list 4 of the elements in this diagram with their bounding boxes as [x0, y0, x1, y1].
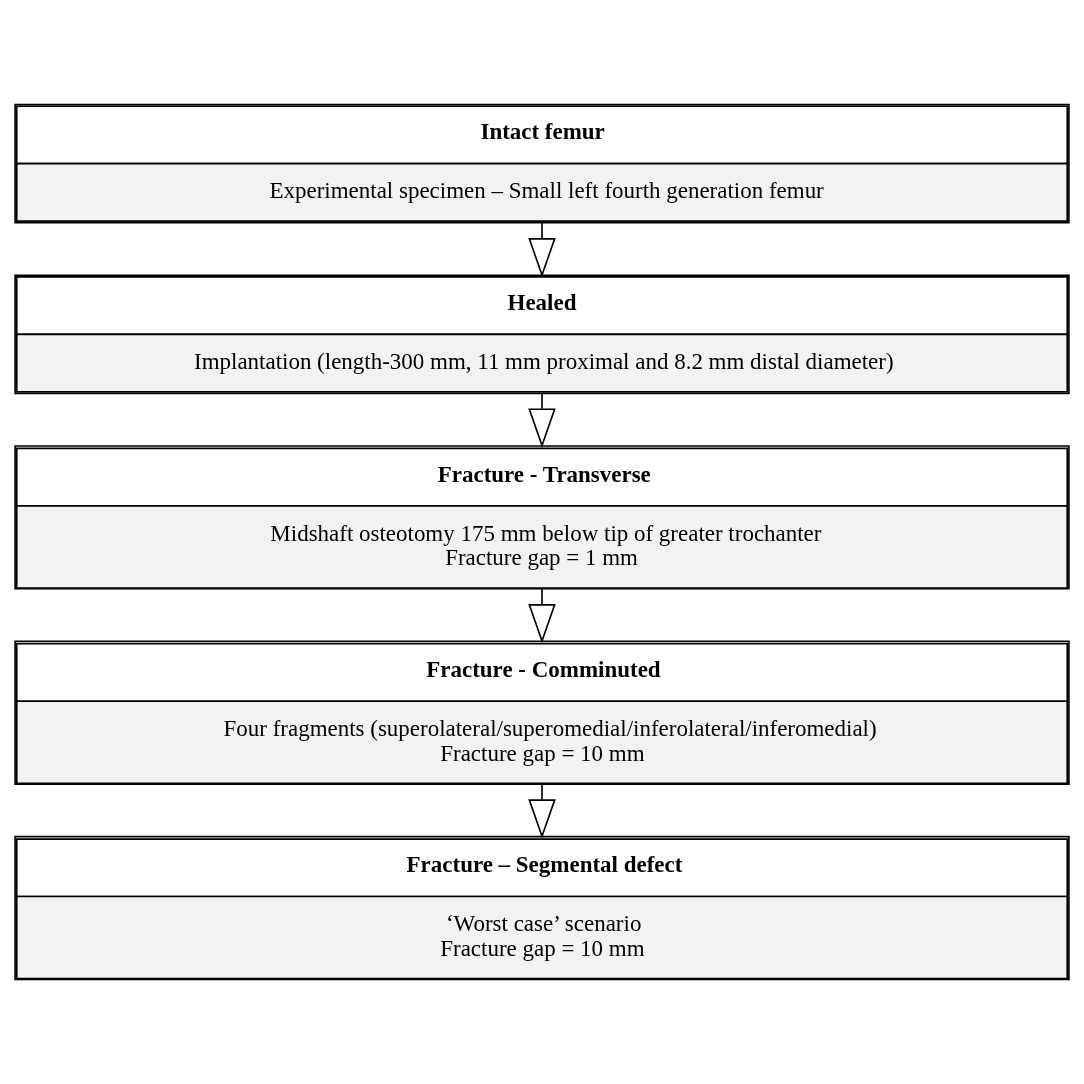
arrow	[528, 783, 556, 839]
arrow	[528, 393, 556, 448]
arrow	[528, 588, 556, 644]
arrow	[528, 222, 556, 278]
